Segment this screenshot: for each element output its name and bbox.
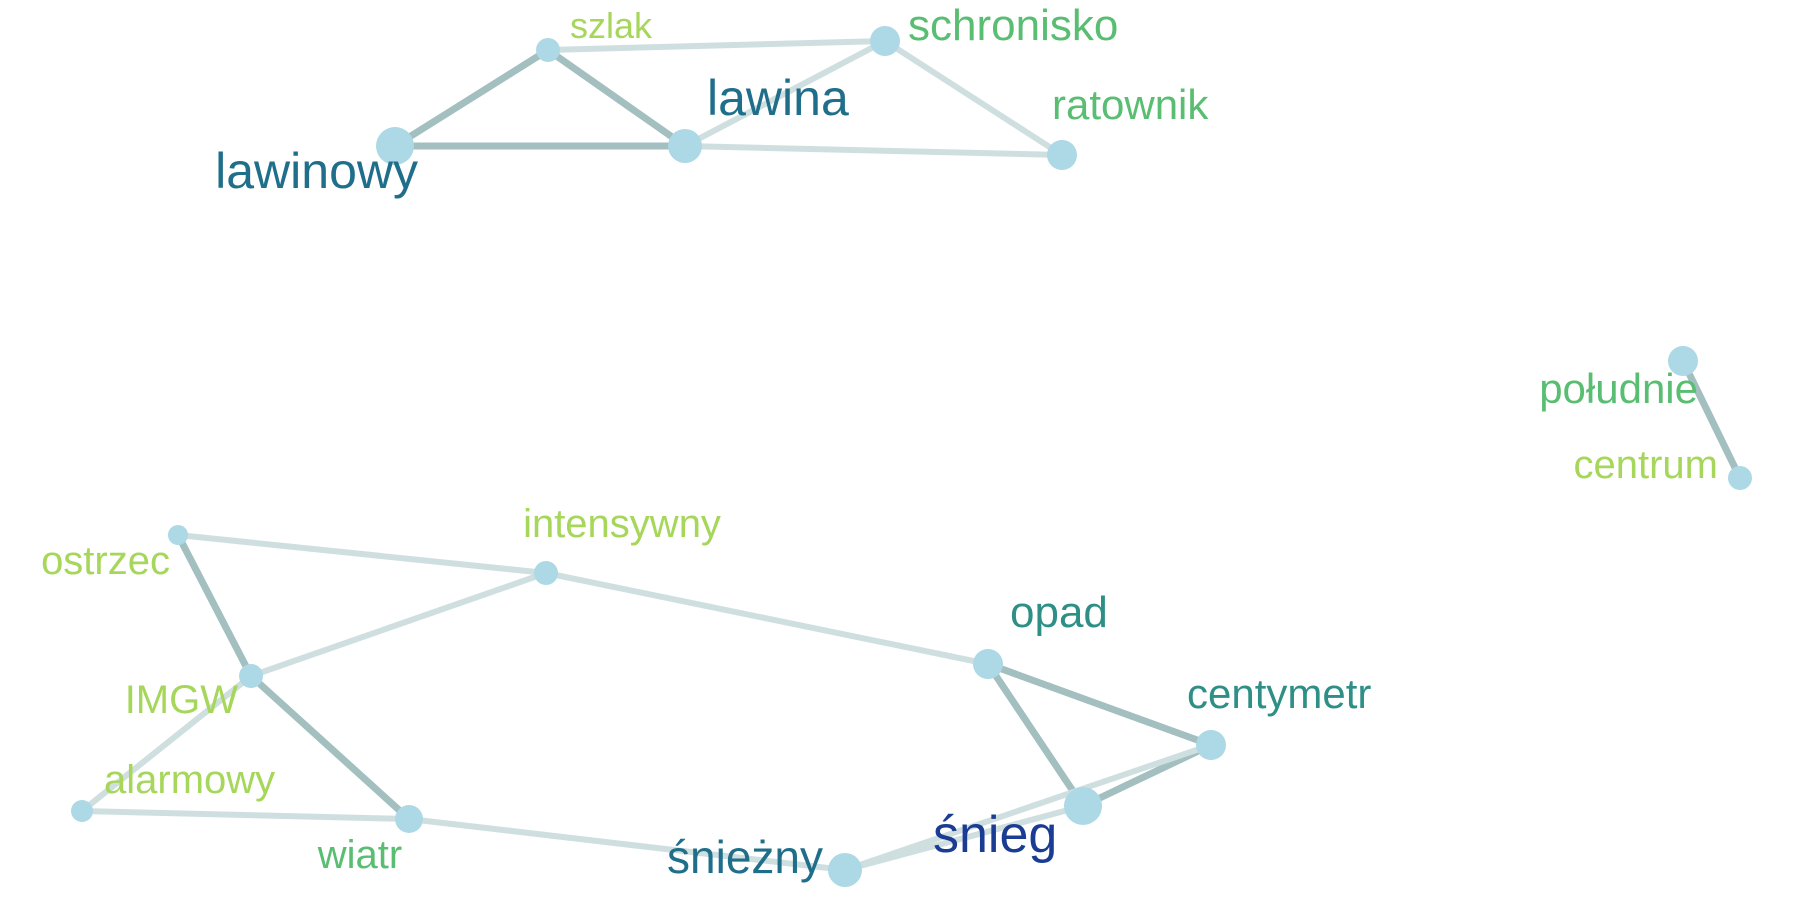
node-schronisko — [870, 26, 900, 56]
edge-snieg-snieżny — [842, 803, 1086, 873]
node-label-wiatr: wiatr — [317, 833, 402, 877]
node-label-intensywny: intensywny — [523, 502, 721, 546]
node-label-ostrzec: ostrzec — [41, 539, 170, 583]
node-lawina — [668, 129, 702, 163]
node-label-centrum: centrum — [1574, 443, 1719, 487]
edge-imgw-alarmowy — [79, 673, 254, 814]
edge-szlak-lawinowy — [391, 46, 552, 150]
node-opad — [973, 649, 1003, 679]
node-szlak — [536, 38, 560, 62]
node-label-szlak: szlak — [570, 5, 653, 46]
edge-imgw-wiatr — [247, 672, 413, 823]
edge-schronisko-ratownik — [882, 38, 1065, 158]
node-label-poludnie: południe — [1539, 365, 1698, 412]
node-snieg — [1064, 787, 1102, 825]
node-label-centymetr: centymetr — [1187, 670, 1371, 717]
node-imgw — [239, 664, 263, 688]
edge-poludnie-centrum — [1679, 357, 1744, 482]
node-label-opad: opad — [1010, 588, 1108, 637]
node-ratownik — [1047, 140, 1077, 170]
node-label-lawinowy: lawinowy — [215, 143, 418, 199]
node-snieżny — [828, 853, 862, 887]
edge-szlak-lawina — [544, 46, 689, 150]
node-label-snieg: śnieg — [933, 806, 1057, 864]
edge-centymetr-snieżny — [842, 742, 1214, 873]
edge-opad-centymetr — [984, 660, 1215, 749]
edge-szlak-schronisko — [545, 38, 888, 53]
node-poludnie — [1668, 346, 1698, 376]
nodes-layer — [71, 26, 1752, 887]
node-ostrzec — [168, 525, 188, 545]
edge-imgw-intensywny — [248, 570, 549, 679]
node-wiatr — [395, 805, 423, 833]
edge-ostrzec-imgw — [174, 531, 255, 680]
node-intensywny — [534, 561, 558, 585]
node-lawinowy — [376, 127, 414, 165]
edges-layer — [79, 38, 1744, 873]
edge-lawina-ratownik — [682, 143, 1065, 158]
edge-intensywny-opad — [543, 570, 991, 667]
labels-layer: szlak schronisko lawina ratownik lawinowy poł… — [41, 1, 1718, 883]
node-alarmowy — [71, 800, 93, 822]
node-centrum — [1728, 466, 1752, 490]
edge-lawina-schronisko — [682, 38, 888, 149]
node-centymetr — [1196, 730, 1226, 760]
node-label-alarmowy: alarmowy — [104, 758, 275, 802]
node-label-ratownik: ratownik — [1052, 81, 1209, 128]
node-label-imgw: IMGW — [125, 678, 239, 722]
node-label-snieżny: śnieżny — [667, 831, 823, 883]
edge-ostrzec-intensywny — [175, 532, 549, 576]
edge-alarmowy-wiatr — [79, 808, 412, 822]
edge-wiatr-snieżny — [406, 816, 848, 873]
edge-opad-snieg — [984, 660, 1087, 810]
node-label-schronisko: schronisko — [908, 1, 1118, 50]
node-label-lawina: lawina — [707, 70, 849, 126]
